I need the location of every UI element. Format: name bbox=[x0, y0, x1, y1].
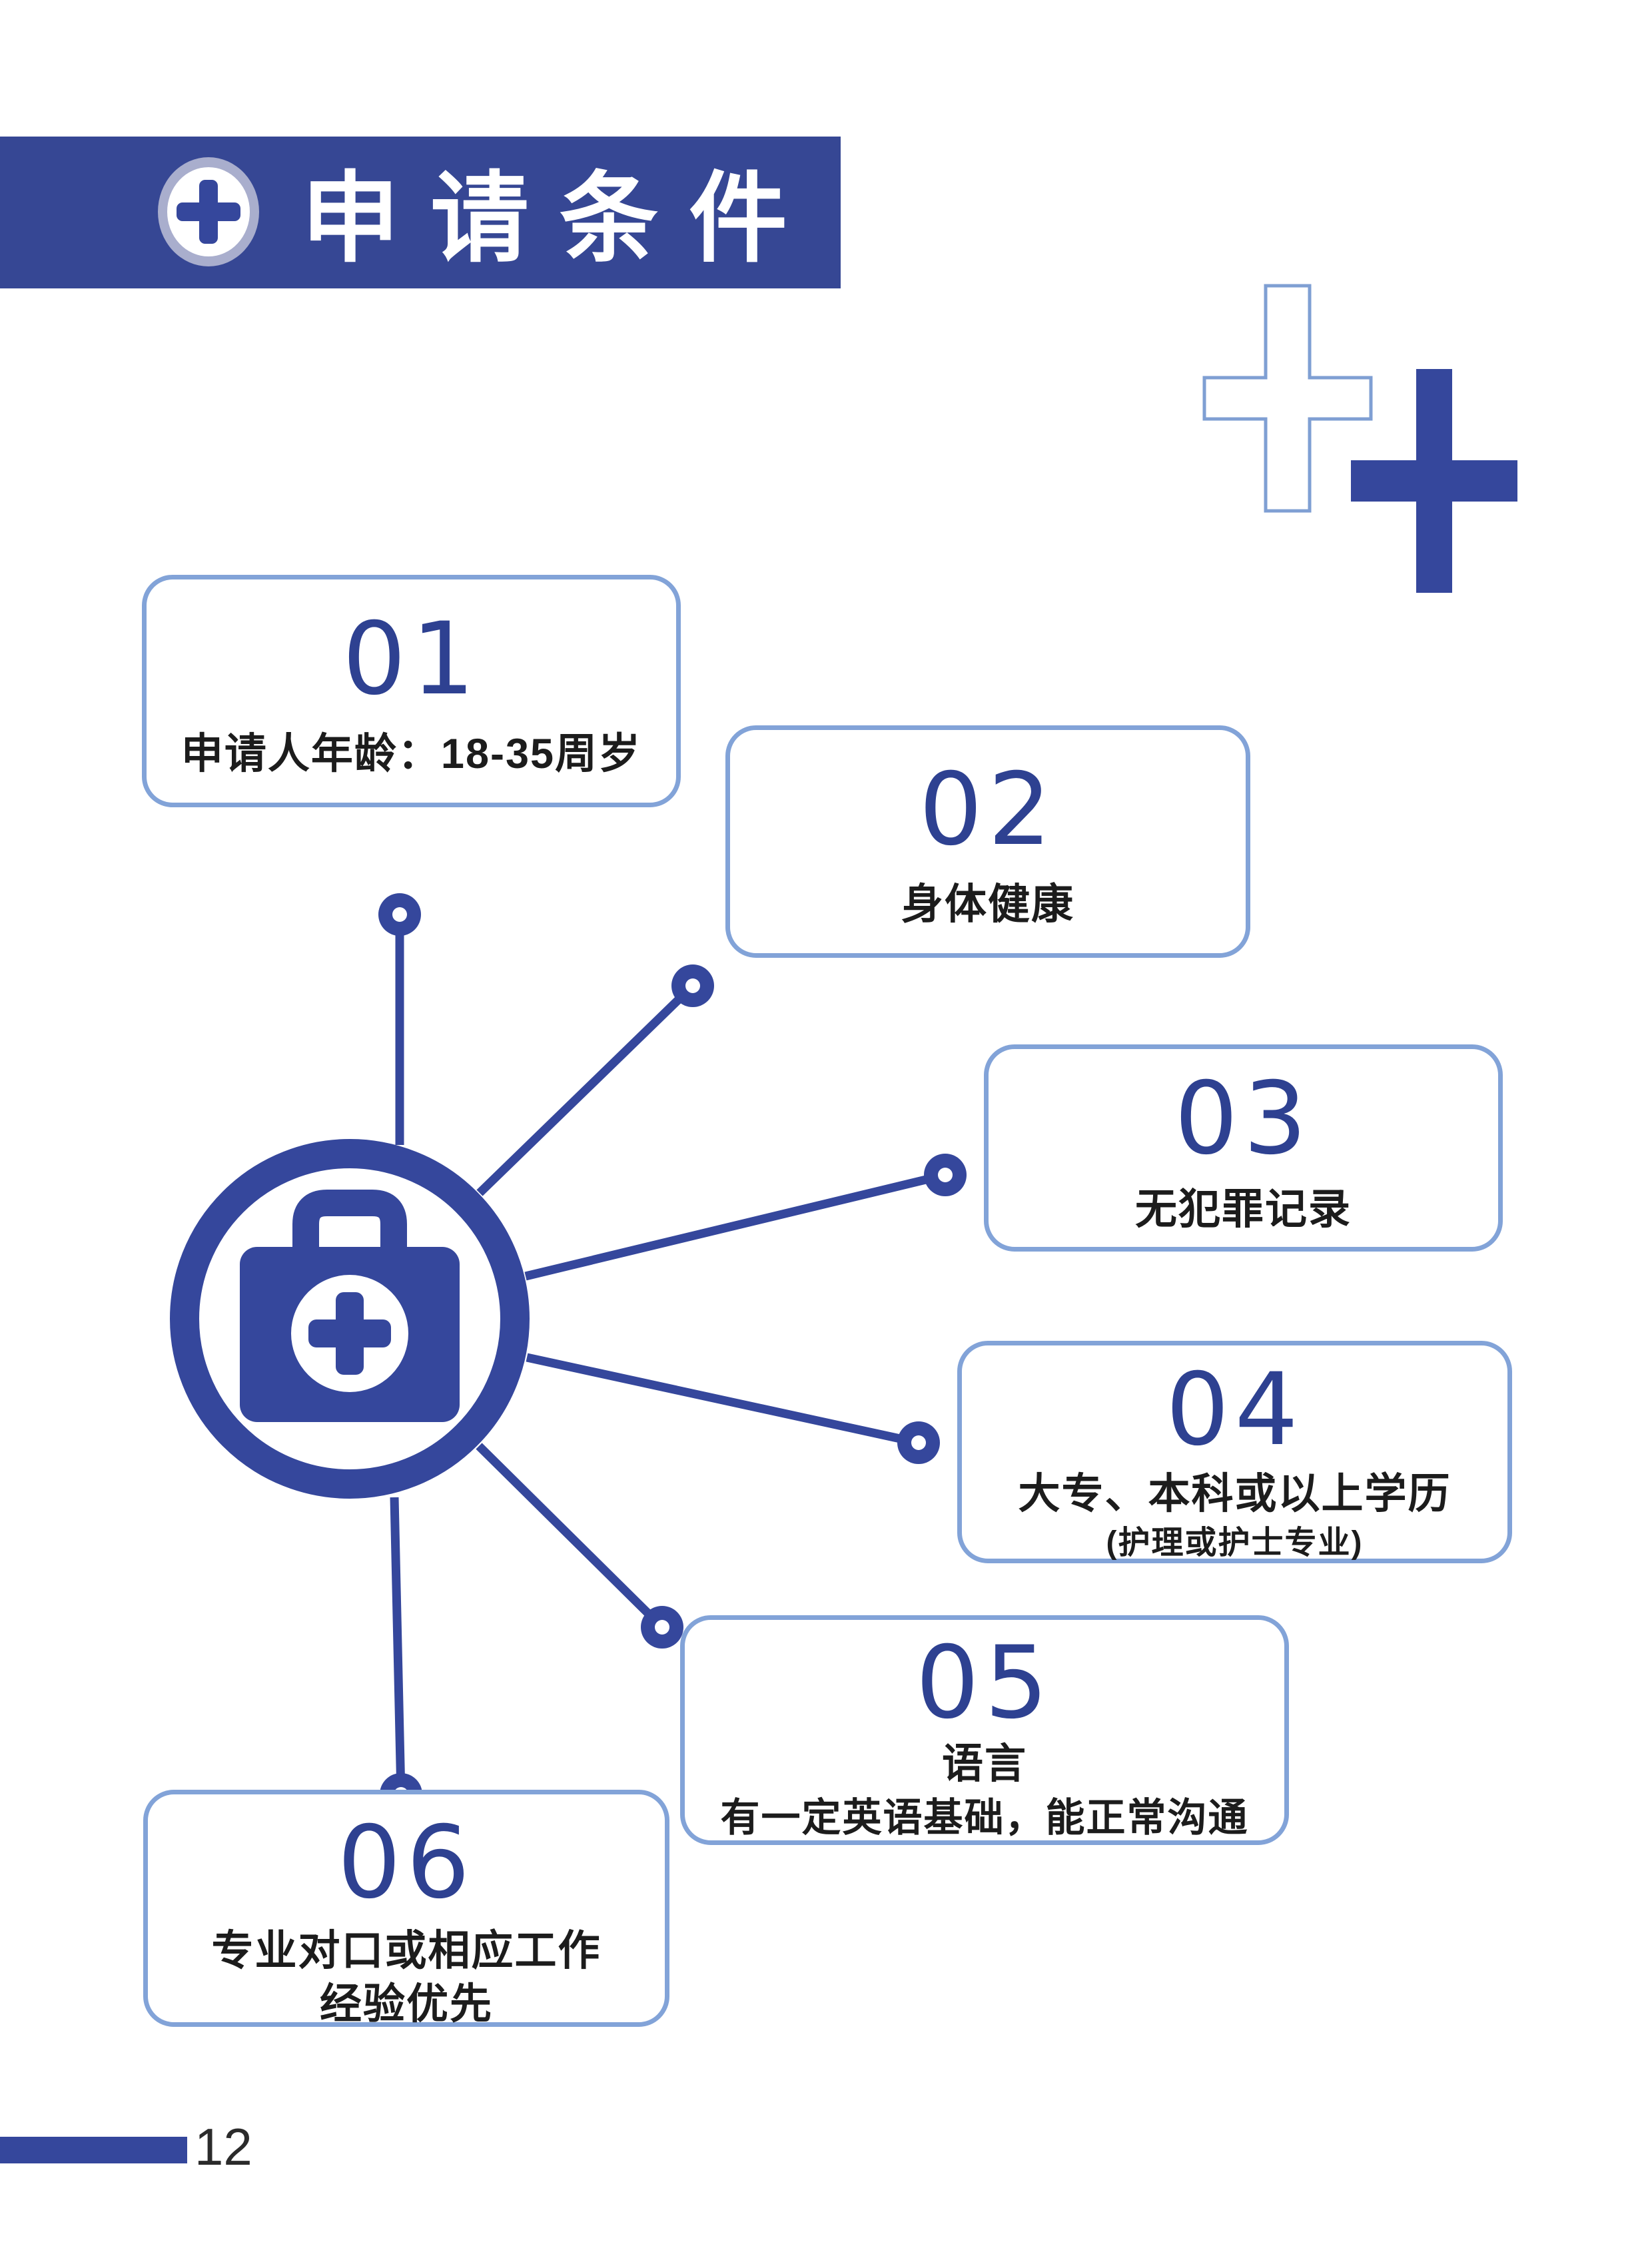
requirement-card-02: 02 身体健康 bbox=[725, 725, 1250, 958]
requirement-card-03: 03 无犯罪记录 bbox=[984, 1044, 1503, 1252]
card-text-2: 经验优先 bbox=[320, 1980, 493, 2028]
plus-glyph-icon bbox=[177, 180, 240, 244]
card-number: 06 bbox=[337, 1805, 476, 1921]
connector-line-5 bbox=[476, 1443, 665, 1631]
card-subtext: (护理或护士专业) bbox=[1106, 1525, 1364, 1561]
node-dot-4 bbox=[897, 1421, 940, 1464]
plus-solid-icon bbox=[1351, 369, 1517, 593]
card-text: 申请人年龄：18-35周岁 bbox=[181, 731, 642, 777]
page-number: 12 bbox=[195, 2117, 252, 2176]
plus-circle-icon bbox=[158, 157, 259, 266]
connector-line-6 bbox=[390, 1497, 406, 1795]
card-subtext: 有一定英语基础，能正常沟通 bbox=[720, 1796, 1249, 1840]
card-number: 05 bbox=[915, 1625, 1054, 1741]
plus-outline-icon bbox=[1202, 284, 1373, 513]
node-dot-2 bbox=[671, 964, 714, 1007]
card-number: 03 bbox=[1174, 1061, 1312, 1177]
card-text: 身体健康 bbox=[901, 881, 1074, 928]
card-number: 04 bbox=[1166, 1352, 1304, 1468]
connector-line-3 bbox=[524, 1170, 947, 1281]
first-aid-kit-icon bbox=[170, 1139, 530, 1499]
card-number: 02 bbox=[919, 752, 1057, 868]
kit-cross-v bbox=[336, 1292, 364, 1375]
footer-accent-bar bbox=[0, 2137, 187, 2163]
card-text: 大专、本科或以上学历 bbox=[1018, 1471, 1451, 1517]
connector-line-4 bbox=[526, 1353, 920, 1447]
node-dot-1 bbox=[378, 893, 421, 936]
card-text: 专业对口或相应工作 bbox=[211, 1928, 602, 1974]
node-dot-5 bbox=[641, 1606, 683, 1649]
page-title: 申请条件 bbox=[301, 164, 818, 274]
header-banner: 申请条件 bbox=[0, 137, 841, 288]
kit-handle bbox=[292, 1190, 407, 1251]
node-dot-3 bbox=[924, 1154, 967, 1196]
card-number: 01 bbox=[342, 601, 480, 717]
requirement-card-06: 06 专业对口或相应工作 经验优先 bbox=[143, 1790, 669, 2028]
connector-lines bbox=[390, 915, 947, 1795]
requirement-card-05: 05 语言 有一定英语基础，能正常沟通 bbox=[680, 1615, 1289, 1845]
card-text: 无犯罪记录 bbox=[1135, 1186, 1352, 1233]
requirement-card-04: 04 大专、本科或以上学历 (护理或护士专业) bbox=[957, 1341, 1512, 1563]
connector-line-2 bbox=[476, 982, 696, 1196]
requirement-card-01: 01 申请人年龄：18-35周岁 bbox=[142, 575, 681, 807]
plus-circle-icon-inner bbox=[167, 167, 250, 256]
card-text: 语言 bbox=[941, 1741, 1027, 1787]
